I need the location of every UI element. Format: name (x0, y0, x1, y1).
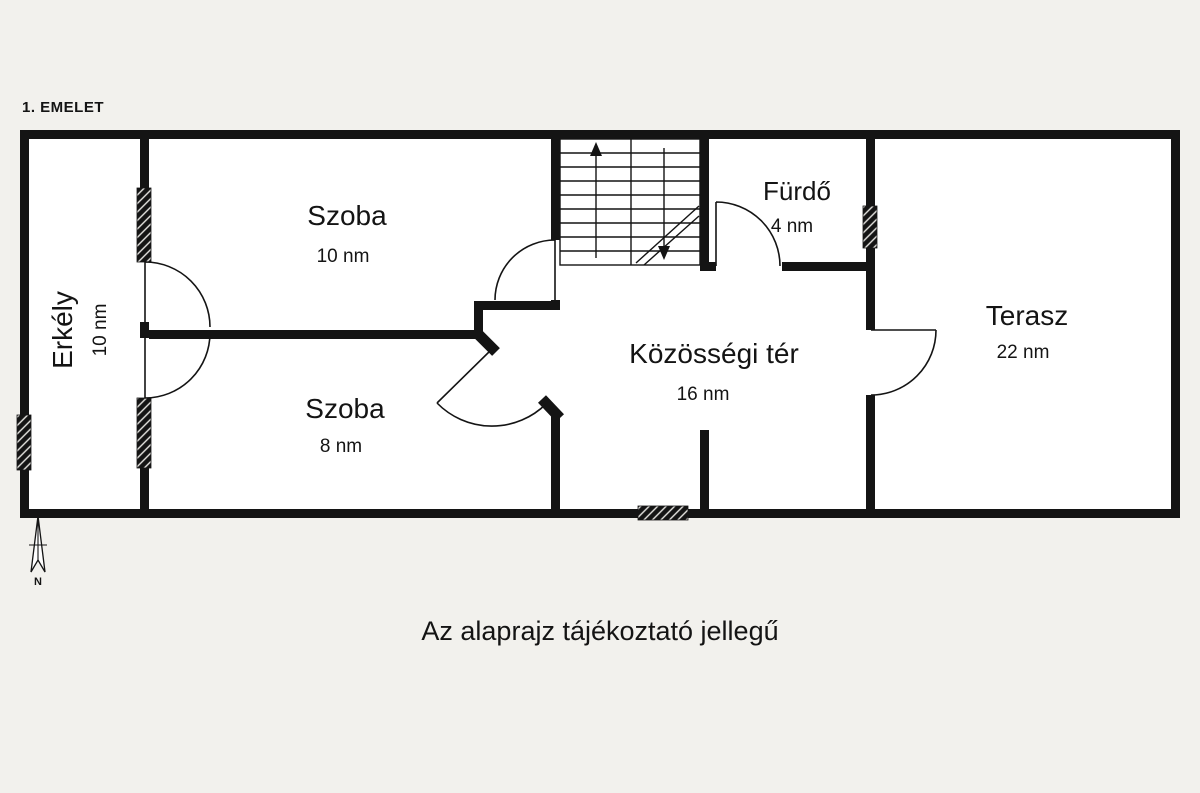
room-label-terasz: Terasz (986, 300, 1068, 331)
door-arc (144, 332, 211, 399)
room-area-furdo: 4 nm (771, 216, 813, 237)
room-label-furdo: Fürdő (763, 176, 831, 206)
room-area-terasz: 22 nm (997, 342, 1050, 363)
room-label-kozossegi: Közösségi tér (629, 338, 799, 369)
room-area-kozossegi: 16 nm (677, 384, 730, 405)
stairs (559, 138, 701, 266)
room-area-erkely: 10 nm (90, 304, 111, 357)
room-area-szoba-top: 10 nm (317, 246, 370, 267)
room-label-erkely: Erkély (47, 291, 78, 369)
doors (144, 201, 937, 427)
door-arc (870, 329, 937, 396)
room-label-szoba-bottom: Szoba (305, 393, 385, 424)
stairs-down-arrow (658, 246, 670, 260)
door-arc (494, 239, 556, 301)
caption: Az alaprajz tájékoztató jellegű (421, 616, 778, 646)
compass-icon: N (29, 515, 47, 588)
compass-north-label: N (34, 576, 42, 588)
room-label-szoba-top: Szoba (307, 200, 387, 231)
door-arc (715, 201, 781, 267)
room-area-szoba-bottom: 8 nm (320, 436, 362, 457)
door-arc (144, 261, 211, 328)
diagonal-wall (475, 331, 564, 422)
stairs-up-arrow (590, 142, 602, 156)
window-hatches (16, 187, 878, 521)
room-labels: Erkély 10 nm Szoba 10 nm Szoba 8 nm Fürd… (47, 176, 1068, 457)
door-arc (436, 348, 547, 427)
floor-label: 1. EMELET (22, 99, 104, 116)
